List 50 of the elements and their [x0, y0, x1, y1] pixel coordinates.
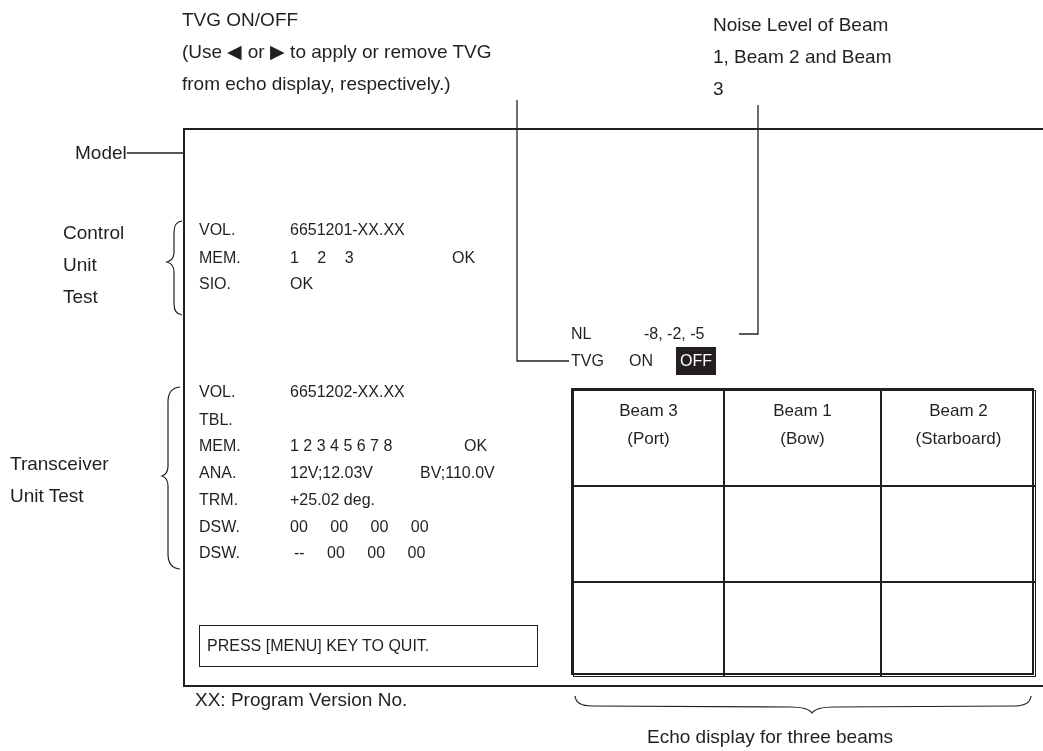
- callout-text: (Use ◀ or ▶ to apply or remove TVG from echo display, respectively.): [182, 40, 493, 96]
- selected-option: OFF: [676, 347, 716, 375]
- display-screen: [183, 128, 1043, 687]
- field-name: MEM.: [199, 436, 241, 456]
- callout-text: Model: [75, 141, 127, 165]
- option-text: ON: [629, 351, 653, 371]
- grid-cell: [573, 582, 724, 677]
- message-box: PRESS [MENU] KEY TO QUIT.: [199, 625, 538, 667]
- field-name: DSW.: [199, 517, 240, 537]
- status-text: OK: [464, 436, 488, 456]
- field-name: VOL.: [199, 382, 236, 402]
- grid-cell: [724, 486, 881, 582]
- status-text: OK: [290, 274, 314, 294]
- setting-value: -8, -2, -5: [644, 324, 705, 344]
- field-value: +25.02 deg.: [290, 490, 375, 510]
- grid-cell: [573, 486, 724, 582]
- echo-display-grid: [571, 388, 1034, 675]
- section-label: Control Unit Test: [63, 221, 126, 309]
- beam-header-cell: Beam 1 (Bow): [724, 390, 881, 486]
- field-value: 00 00 00 00: [290, 517, 429, 537]
- field-value: 6651202-XX.XX: [290, 382, 405, 402]
- field-value: 6651201-XX.XX: [290, 220, 405, 240]
- field-name: VOL.: [199, 220, 236, 240]
- field-name: TRM.: [199, 490, 239, 510]
- leader-line: [126, 152, 184, 154]
- setting-label: TVG: [571, 351, 604, 371]
- callout-heading: TVG ON/OFF: [182, 8, 300, 32]
- grid-cell: [881, 582, 1036, 677]
- beam-header-cell: Beam 3 (Port): [573, 390, 724, 486]
- footnote: XX: Program Version No.: [195, 688, 409, 712]
- field-value: BV;110.0V: [420, 463, 495, 483]
- field-name: DSW.: [199, 543, 240, 563]
- field-value: -- 00 00 00: [294, 543, 426, 563]
- status-text: OK: [452, 248, 476, 268]
- grid-cell: [724, 582, 881, 677]
- grid-cell: [881, 486, 1036, 582]
- callout-text: Noise Level of Beam 1, Beam 2 and Beam 3: [713, 13, 893, 101]
- field-name: ANA.: [199, 463, 237, 483]
- field-name: TBL.: [199, 410, 233, 430]
- field-value: 1 2 3: [290, 248, 354, 268]
- section-label: Transceiver Unit Test: [10, 452, 110, 508]
- leader-line: [738, 104, 759, 335]
- caption-text: Echo display for three beams: [647, 725, 895, 749]
- field-name: MEM.: [199, 248, 241, 268]
- beam-header-cell: Beam 2 (Starboard): [881, 390, 1036, 486]
- field-name: SIO.: [199, 274, 231, 294]
- setting-label: NL: [571, 324, 592, 344]
- leader-line: [516, 99, 570, 362]
- field-value: 12V;12.03V: [290, 463, 374, 483]
- field-value: 1 2 3 4 5 6 7 8: [290, 436, 393, 456]
